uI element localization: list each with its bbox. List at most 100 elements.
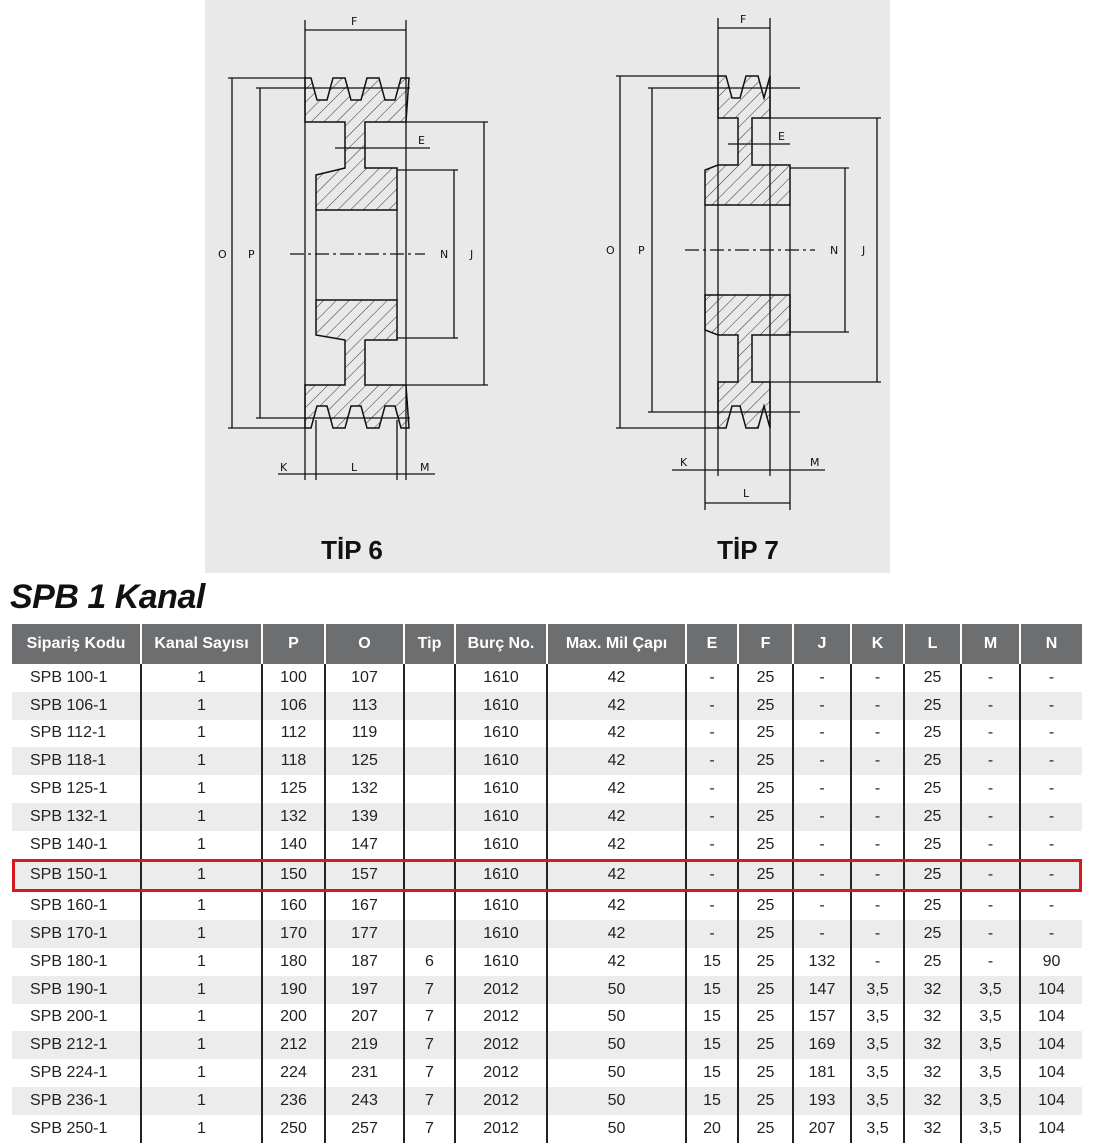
table-cell: 25 — [737, 1031, 793, 1060]
table-cell: 140 — [261, 830, 325, 861]
table-cell: 107 — [324, 664, 404, 692]
table-cell: 3,5 — [960, 1003, 1020, 1032]
table-cell: 1 — [140, 920, 262, 948]
table-cell: SPB 100-1 — [30, 668, 108, 686]
table-cell: 50 — [546, 1086, 686, 1115]
table-cell: - — [960, 858, 1020, 893]
table-cell: 1610 — [454, 947, 547, 976]
table-cell: 3,5 — [850, 1059, 904, 1087]
table-cell: 1610 — [454, 802, 547, 831]
table-cell: - — [850, 802, 904, 831]
table-cell: 25 — [903, 664, 961, 692]
table-cell: 42 — [546, 719, 686, 748]
table-cell: 104 — [1019, 1059, 1082, 1087]
table-cell: SPB 200-1 — [30, 1008, 108, 1026]
table-cell: - — [850, 920, 904, 948]
table-cell — [403, 691, 455, 720]
table-cell: 1610 — [454, 858, 547, 893]
column-header: Burç No. — [454, 624, 547, 664]
svg-text:F: F — [740, 13, 746, 26]
table-cell: - — [960, 691, 1020, 720]
table-cell: 3,5 — [850, 1031, 904, 1060]
table-cell — [403, 890, 455, 921]
table-cell: 42 — [546, 890, 686, 921]
table-cell: 177 — [324, 920, 404, 948]
table-cell: - — [960, 830, 1020, 861]
table-cell: 42 — [546, 664, 686, 692]
table-cell: 1610 — [454, 747, 547, 776]
svg-text:M: M — [420, 461, 430, 474]
table-cell: 1 — [140, 1003, 262, 1032]
table-cell: - — [792, 719, 851, 748]
table-cell: 25 — [903, 691, 961, 720]
table-cell: - — [960, 747, 1020, 776]
table-cell: SPB 125-1 — [30, 780, 108, 798]
table-cell: - — [850, 890, 904, 921]
table-cell: - — [685, 858, 738, 893]
svg-text:P: P — [248, 248, 255, 261]
table-cell: 150 — [261, 858, 325, 893]
table-cell: 25 — [737, 947, 793, 976]
table-cell: 1 — [140, 1059, 262, 1087]
table-cell: 25 — [903, 890, 961, 921]
table-cell: 157 — [792, 1003, 851, 1032]
table-cell: 180 — [261, 947, 325, 976]
table-cell: - — [850, 691, 904, 720]
table-cell: 3,5 — [850, 975, 904, 1004]
table-cell: 15 — [685, 1086, 738, 1115]
table-cell: - — [1019, 830, 1082, 861]
table-cell: 50 — [546, 1031, 686, 1060]
tip7-drawing: F O P E N J K M L TİP 7 — [606, 13, 881, 565]
table-cell: - — [1019, 775, 1082, 803]
table-cell: 212 — [261, 1031, 325, 1060]
table-cell — [403, 802, 455, 831]
table-cell: 7 — [403, 1114, 455, 1143]
table-cell: SPB 170-1 — [12, 920, 141, 948]
table-cell: 139 — [324, 802, 404, 831]
table-cell: 25 — [737, 975, 793, 1004]
table-cell: SPB 224-1 — [30, 1064, 108, 1082]
table-cell: 1 — [140, 747, 262, 776]
svg-text:K: K — [680, 456, 688, 469]
table-cell: 1 — [140, 719, 262, 748]
table-cell: - — [960, 719, 1020, 748]
table-cell: 197 — [324, 975, 404, 1004]
table-cell: 1 — [140, 802, 262, 831]
table-cell — [403, 858, 455, 893]
svg-text:M: M — [810, 456, 820, 469]
table-cell: 50 — [546, 1059, 686, 1087]
table-cell: - — [685, 691, 738, 720]
svg-text:P: P — [638, 244, 645, 257]
table-cell: - — [850, 858, 904, 893]
table-cell: 25 — [903, 858, 961, 893]
table-cell: 207 — [324, 1003, 404, 1032]
table-cell: 20 — [685, 1114, 738, 1143]
table-cell: 25 — [903, 920, 961, 948]
table-cell: - — [792, 890, 851, 921]
table-cell: 125 — [324, 747, 404, 776]
svg-text:L: L — [743, 487, 750, 500]
table-cell: SPB 106-1 — [12, 691, 141, 720]
table-cell: 104 — [1019, 975, 1082, 1004]
table-cell: 50 — [546, 975, 686, 1004]
table-cell: 3,5 — [960, 1086, 1020, 1115]
table-cell: 119 — [324, 719, 404, 748]
table-cell: 1610 — [454, 830, 547, 861]
svg-text:N: N — [830, 244, 838, 257]
table-cell: - — [792, 664, 851, 692]
column-header: P — [261, 624, 325, 664]
table-cell: 3,5 — [960, 1031, 1020, 1060]
table-cell: 169 — [792, 1031, 851, 1060]
table-cell: 7 — [403, 1003, 455, 1032]
table-cell: 90 — [1019, 947, 1082, 976]
table-cell: 7 — [403, 1031, 455, 1060]
column-header: F — [737, 624, 793, 664]
table-cell: 193 — [792, 1086, 851, 1115]
